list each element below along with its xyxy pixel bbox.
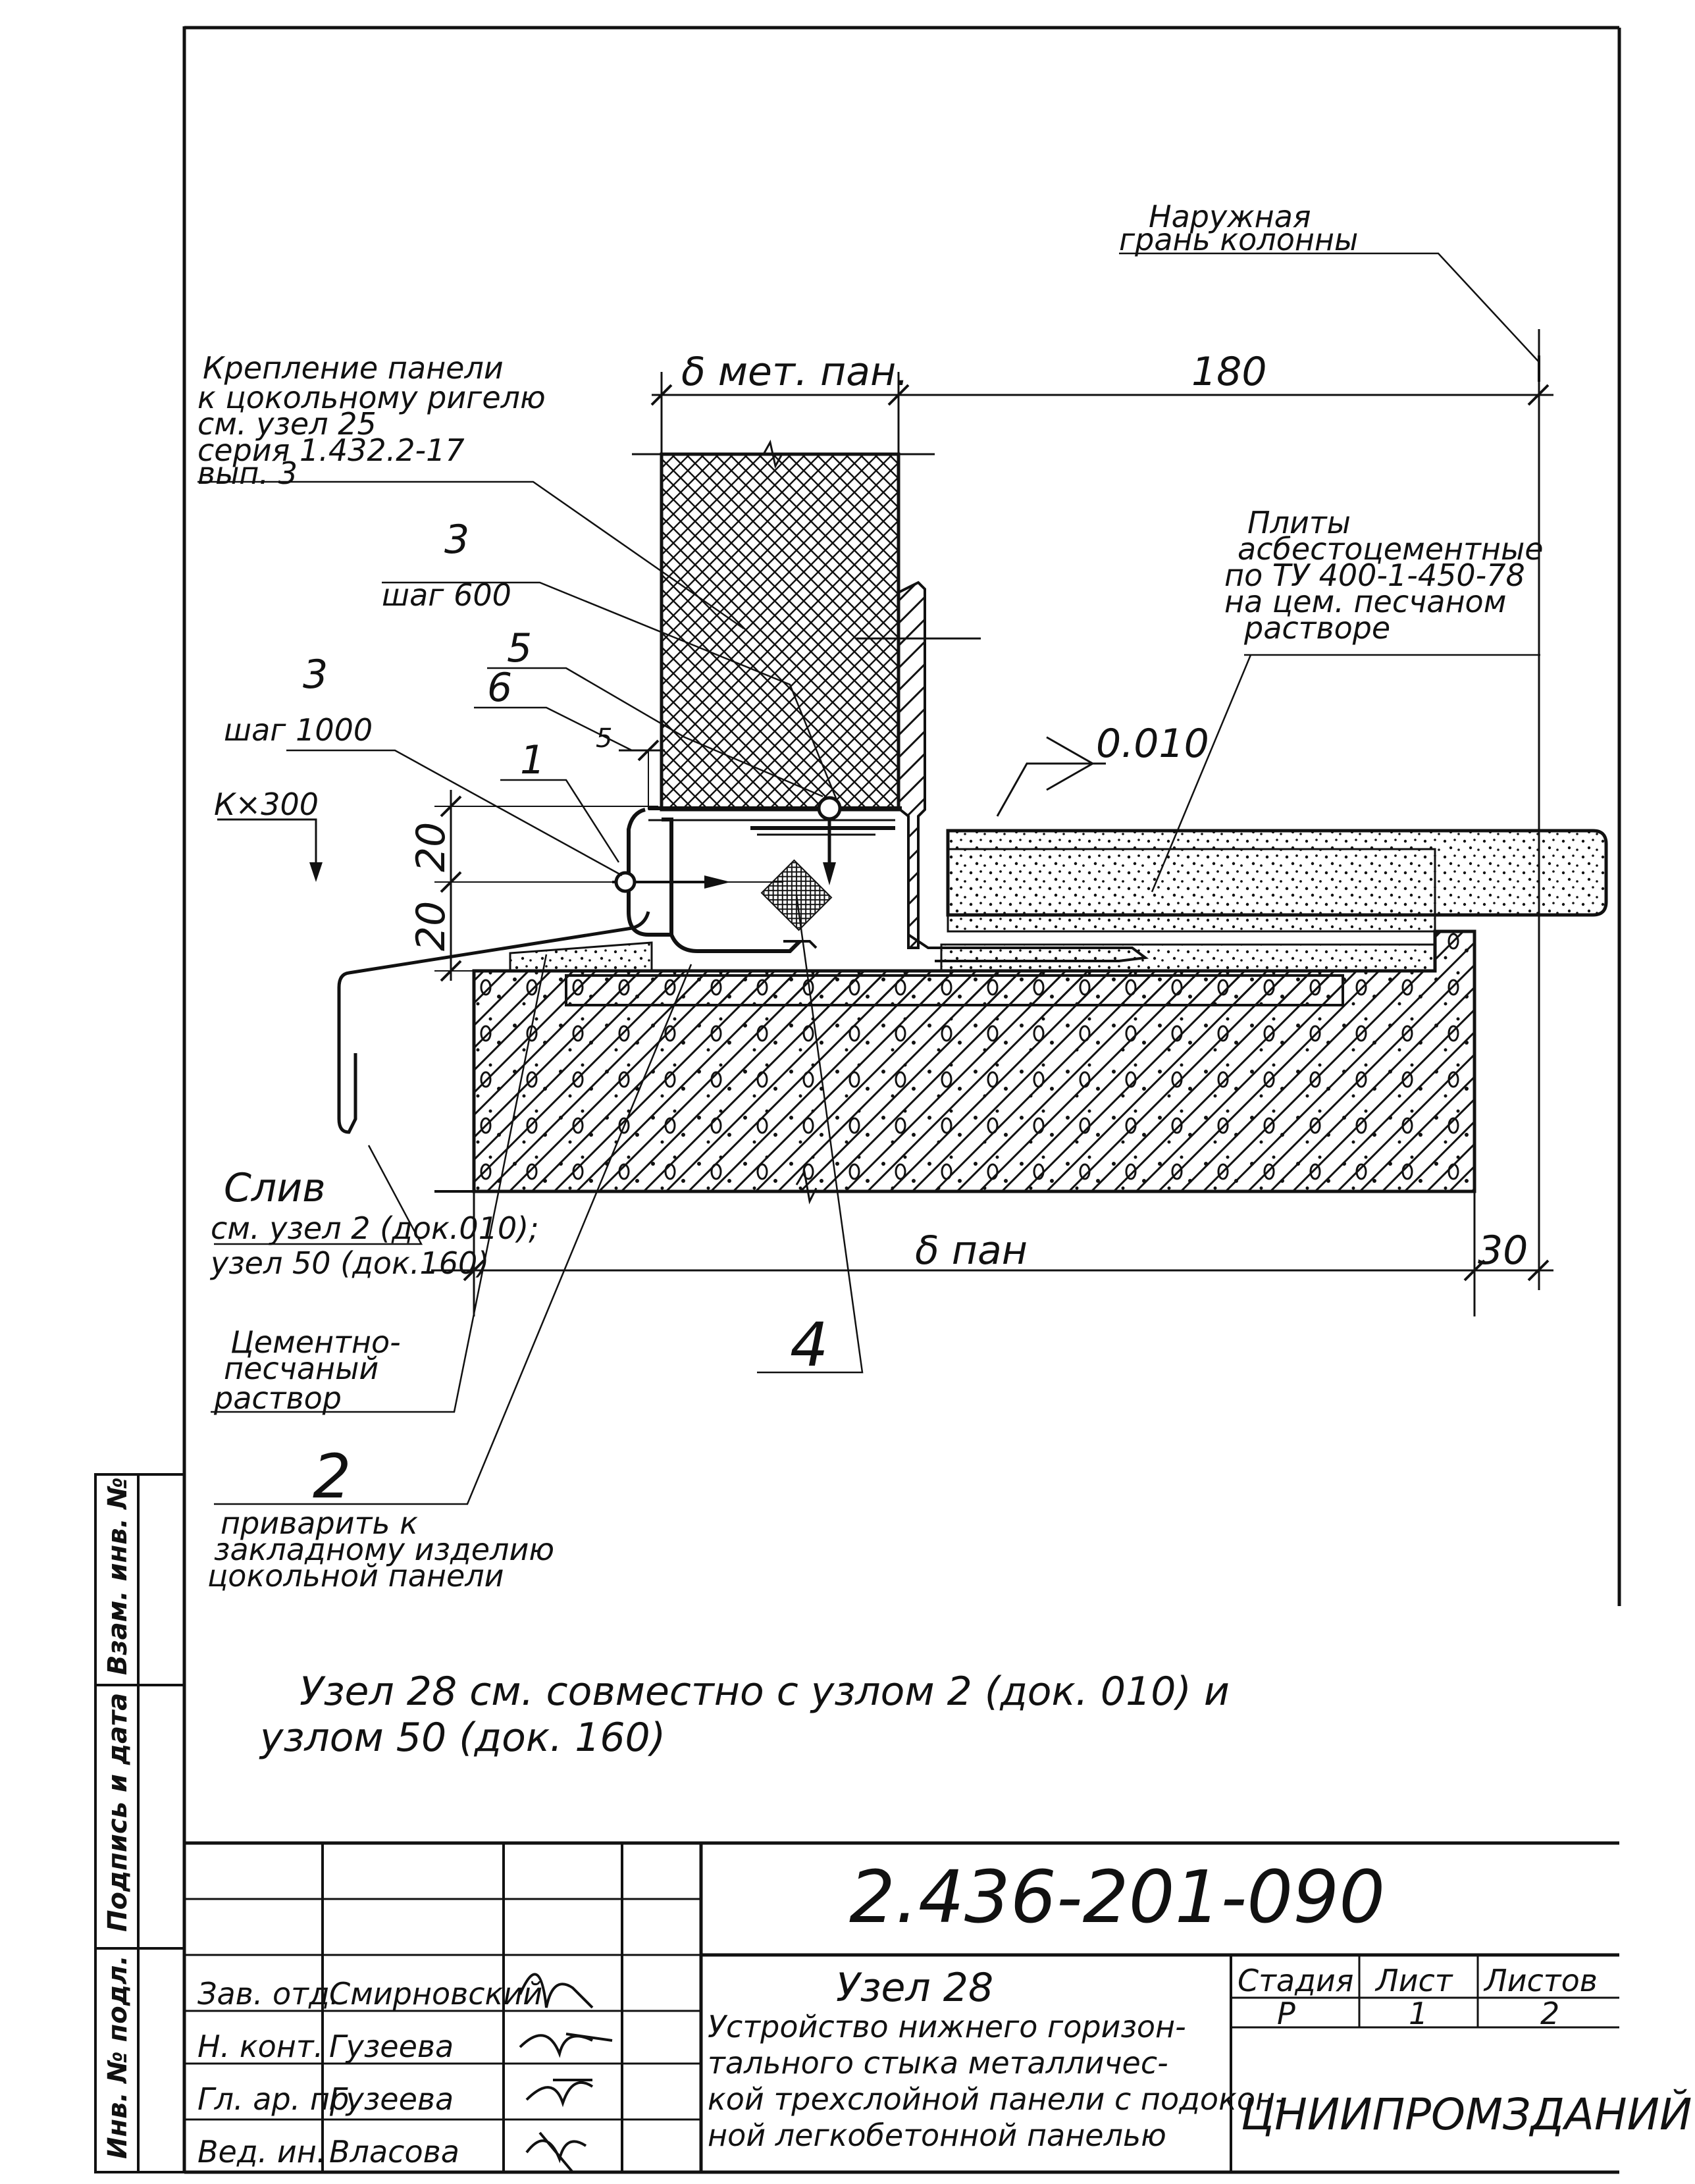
description-3: кой трехслойной панели с подокон- <box>708 2081 1286 2117</box>
staff-role-2: Н. конт. <box>197 2029 323 2064</box>
label-drain-3: узел 50 (док.160) <box>209 1245 489 1281</box>
dim-20-top: 20 <box>408 822 454 872</box>
label-fixing-1: Крепление панели <box>203 350 504 386</box>
label-asbestos-2: асбестоцементные <box>1238 531 1544 567</box>
dim-30: 30 <box>1478 1228 1528 1274</box>
dim-180: 180 <box>1191 349 1267 395</box>
pos-4: 4 <box>790 1310 829 1380</box>
pos-2-text-1: приварить к <box>221 1505 418 1541</box>
staff-name-1: Смирновский <box>329 1976 542 2012</box>
drain-flashing <box>337 911 650 1134</box>
sheet-value: 1 <box>1409 1996 1428 2031</box>
staff-role-1: Зав. отд. <box>197 1976 339 2012</box>
label-column-face-1: Наружная <box>1149 199 1311 234</box>
general-note-1: Узел 28 см. совместно с узлом 2 (док. 01… <box>300 1669 1230 1715</box>
dim-5: 5 <box>596 723 612 754</box>
label-kx300: К×300 <box>214 787 319 822</box>
left-profile <box>627 808 673 937</box>
dim-panel: δ пан <box>915 1228 1028 1274</box>
pos-2-num: 2 <box>313 1442 352 1512</box>
side-stamp-replacement: Взам. инв. № <box>103 1477 133 1675</box>
sheet-header: Лист <box>1374 1963 1453 1998</box>
side-stamp-original-inventory: Инв. № подл. <box>103 1955 133 2159</box>
side-stamp-signature-date: Подпись и дата <box>103 1693 133 1932</box>
pos-6: 6 <box>487 665 512 711</box>
leader-column-face <box>1119 252 1540 363</box>
staff-role-3: Гл. ар. пр. <box>197 2081 359 2117</box>
description-2: тального стыка металличес- <box>708 2045 1168 2081</box>
sheets-value: 2 <box>1540 1996 1559 2031</box>
label-asbestos-5: растворе <box>1243 610 1390 646</box>
dim-20-bottom: 20 <box>408 901 454 951</box>
staff-name-4: Власова <box>329 2134 459 2170</box>
leader-pos1 <box>500 779 620 863</box>
pos-3-step1000-num: 3 <box>303 652 328 698</box>
general-note-2: узлом 50 (док. 160) <box>259 1715 665 1761</box>
sheets-header: Листов <box>1483 1963 1598 1998</box>
description-4: ной легкобетонной панелью <box>708 2118 1166 2153</box>
leader-fixing <box>197 481 744 630</box>
label-fixing-3: см. узел 25 <box>197 406 377 442</box>
pos-3-step600-num: 3 <box>444 517 469 563</box>
label-asbestos-3: по ТУ 400-1-450-78 <box>1224 558 1525 593</box>
staff-name-2: Гузеева <box>329 2029 454 2064</box>
label-asbestos-4: на цем. песчаном <box>1224 584 1506 619</box>
label-fixing-2: к цокольному ригелю <box>197 380 546 415</box>
pos-3-step1000-text: шаг 1000 <box>224 712 373 748</box>
pos-2-text-2: закладному изделию <box>214 1532 554 1567</box>
staff-name-3: Гузеева <box>329 2081 454 2117</box>
embedded-plate <box>565 974 1344 1006</box>
document-code: 2.436-201-090 <box>849 1855 1385 1939</box>
signature-2 <box>519 2033 613 2058</box>
leader-mortar <box>211 954 548 1413</box>
signature-4 <box>525 2131 587 2173</box>
label-mortar-3: раствор <box>213 1380 342 1416</box>
level-mark: 0.010 <box>1096 721 1209 767</box>
leader-level <box>996 762 1106 817</box>
asbestos-plate <box>946 829 1608 917</box>
label-drain-2: см. узел 2 (док.010); <box>211 1210 539 1246</box>
label-mortar-1: Цементно- <box>230 1324 401 1360</box>
label-fixing-4: серия 1.432.2-17 <box>197 432 465 468</box>
organization: ЦНИИПРОМЗДАНИЙ <box>1241 2089 1692 2140</box>
title-block: 2.436-201-090 Узел 28 Устройство нижнего… <box>184 1841 1692 2174</box>
node-title: Узел 28 <box>836 1965 993 2011</box>
dim-metal-panel: δ мет. пан. <box>681 349 908 395</box>
sandwich-panel-insulation <box>660 452 900 812</box>
leader-pos4 <box>757 895 864 1374</box>
description-1: Устройство нижнего горизон- <box>708 2009 1186 2044</box>
leader-pos2 <box>214 964 692 1505</box>
pos-5: 5 <box>507 625 532 671</box>
leader-pos3-1000 <box>286 749 623 877</box>
staff-role-4: Вед. ин. <box>197 2134 326 2170</box>
signature-3 <box>525 2079 594 2108</box>
stage-value: Р <box>1277 1996 1295 2031</box>
detail-labels: Наружная грань колонны δ мет. пан. 180 К… <box>197 199 1544 1761</box>
pos-3-step600-text: шаг 600 <box>382 577 511 613</box>
stage-header: Стадия <box>1238 1963 1353 1998</box>
leader-pos6 <box>474 706 633 752</box>
label-drain-1: Слив <box>224 1165 326 1211</box>
leader-pos3-600 <box>382 581 841 807</box>
pos-2-text-3: цокольной панели <box>207 1558 504 1594</box>
label-fixing-5: вып. 3 <box>197 455 298 491</box>
label-column-face-2: грань колонны <box>1119 222 1358 257</box>
signature-1 <box>519 1973 594 2009</box>
leader-pos5 <box>487 667 823 798</box>
pos-1: 1 <box>520 737 545 783</box>
leader-drain <box>214 1145 423 1245</box>
side-stamp-strip: Взам. инв. № Подпись и дата Инв. № подл. <box>94 1473 186 2173</box>
steel-bracket <box>897 581 926 949</box>
label-asbestos-1: Плиты <box>1247 505 1351 540</box>
label-mortar-2: песчаный <box>224 1351 378 1386</box>
detail-drawing <box>197 252 1608 1505</box>
